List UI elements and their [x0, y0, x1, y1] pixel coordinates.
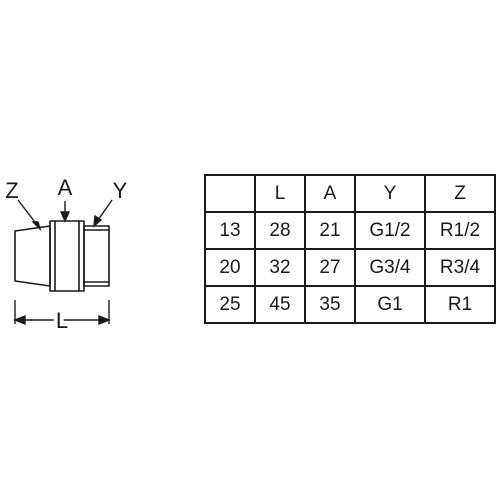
label-z: Z [5, 178, 18, 203]
taper-thread-section [14, 225, 51, 287]
table-cell: R3/4 [424, 248, 496, 287]
table-cell: 45 [254, 285, 306, 324]
table-header-row: L A Y Z [204, 174, 496, 213]
spec-table: L A Y Z 13 28 21 G1/2 R1/2 20 32 27 G3/4… [204, 174, 496, 324]
table-cell: 28 [254, 211, 306, 250]
table-cell: 20 [204, 248, 256, 287]
table-cell: 27 [304, 248, 356, 287]
table-cell: 25 [204, 285, 256, 324]
header-cell-z: Z [424, 174, 496, 213]
fitting-drawing: Z A Y L [5, 175, 128, 337]
header-cell-a: A [304, 174, 356, 213]
table-cell: G1 [354, 285, 426, 324]
label-a: A [58, 175, 73, 200]
header-cell-size [204, 174, 256, 213]
label-y: Y [113, 178, 128, 203]
header-cell-y: Y [354, 174, 426, 213]
table-cell: R1/2 [424, 211, 496, 250]
table-cell: G1/2 [354, 211, 426, 250]
table-row: 13 28 21 G1/2 R1/2 [204, 211, 496, 250]
parallel-thread-section [83, 225, 110, 287]
table-row: 20 32 27 G3/4 R3/4 [204, 248, 496, 287]
header-cell-l: L [254, 174, 306, 213]
table-cell: 13 [204, 211, 256, 250]
table-cell: 21 [304, 211, 356, 250]
label-length: L [56, 308, 68, 333]
table-row: 25 45 35 G1 R1 [204, 285, 496, 324]
table-cell: 32 [254, 248, 306, 287]
table-cell: 35 [304, 285, 356, 324]
table-cell: R1 [424, 285, 496, 324]
table-cell: G3/4 [354, 248, 426, 287]
